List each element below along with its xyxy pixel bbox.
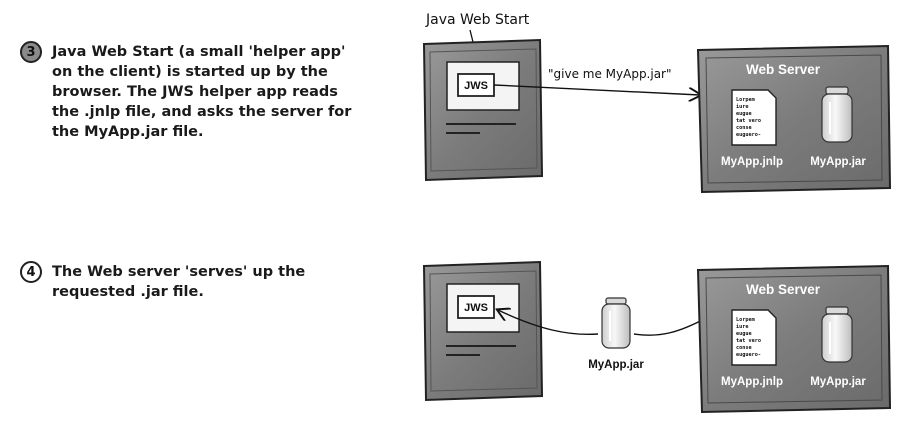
doc-line: eugue: [736, 111, 752, 117]
jar-file-label: MyApp.jar: [810, 156, 866, 168]
jar-icon: [821, 86, 853, 143]
jnlp-file-label: MyApp.jnlp: [721, 376, 783, 388]
jnlp-file-label: MyApp.jnlp: [721, 156, 783, 168]
step-3-line: browser. The JWS helper app reads: [52, 84, 338, 100]
jws-app-box: [457, 295, 495, 319]
diagram-4: JWS MyApp.jar Web Server Lorpem iure eug…: [422, 260, 892, 414]
step-3-number-badge: 3: [20, 41, 42, 63]
transfer-jar-label: MyApp.jar: [588, 359, 644, 371]
doc-line: euguero-: [736, 352, 761, 358]
client-computer: JWS: [422, 260, 544, 402]
step-3-line: on the client) is started up by the: [52, 64, 328, 80]
jar-file-label: MyApp.jar: [810, 376, 866, 388]
step-3-line: Java Web Start (a small 'helper app': [52, 44, 346, 60]
web-server: Web Server Lorpem iure eugue tat vero co…: [696, 264, 892, 414]
step-4-description: The Web server 'serves' up the requested…: [52, 262, 305, 302]
web-server-title: Web Server: [746, 282, 821, 297]
response-line: [633, 317, 707, 336]
step-3-line: the .jnlp file, and asks the server for: [52, 104, 352, 120]
doc-line: eugue: [736, 331, 752, 337]
request-label: "give me MyApp.jar": [548, 67, 672, 81]
step-3-line: the MyApp.jar file.: [52, 124, 204, 140]
jar-in-transit-icon: [601, 297, 631, 349]
step-3: 3 Java Web Start (a small 'helper app' o…: [20, 41, 351, 142]
step-4-number-badge: 4: [20, 261, 42, 283]
jnlp-document-icon: Lorpem iure eugue tat vero conse euguero…: [731, 309, 777, 366]
diagram-3: Java Web Start JWS "give me MyApp.jar" W…: [422, 12, 892, 194]
step-4-line: The Web server 'serves' up the: [52, 264, 306, 280]
request-label-bg: [546, 64, 700, 82]
client-computer: JWS: [422, 38, 544, 182]
doc-line: conse: [736, 125, 752, 131]
doc-line: iure: [736, 324, 749, 330]
jws-label: JWS: [464, 80, 488, 92]
doc-line: euguero-: [736, 132, 761, 138]
request-arrow: [493, 84, 700, 95]
step-4-line: requested .jar file.: [52, 284, 204, 300]
doc-line: Lorpem: [736, 317, 755, 323]
doc-line: tat vero: [736, 338, 761, 344]
jws-label: JWS: [464, 302, 488, 314]
doc-line: Lorpem: [736, 97, 755, 103]
doc-line: conse: [736, 345, 752, 351]
response-arrow: [498, 310, 599, 336]
web-server-title: Web Server: [746, 62, 821, 77]
step-4: 4 The Web server 'serves' up the request…: [20, 261, 305, 302]
java-web-start-callout: Java Web Start: [425, 12, 530, 28]
jar-icon: [821, 306, 853, 363]
doc-line: iure: [736, 104, 749, 110]
doc-line: tat vero: [736, 118, 761, 124]
step-3-description: Java Web Start (a small 'helper app' on …: [52, 42, 351, 142]
web-server: Web Server Lorpem iure eugue tat vero co…: [696, 44, 892, 194]
jnlp-document-icon: Lorpem iure eugue tat vero conse euguero…: [731, 89, 777, 146]
